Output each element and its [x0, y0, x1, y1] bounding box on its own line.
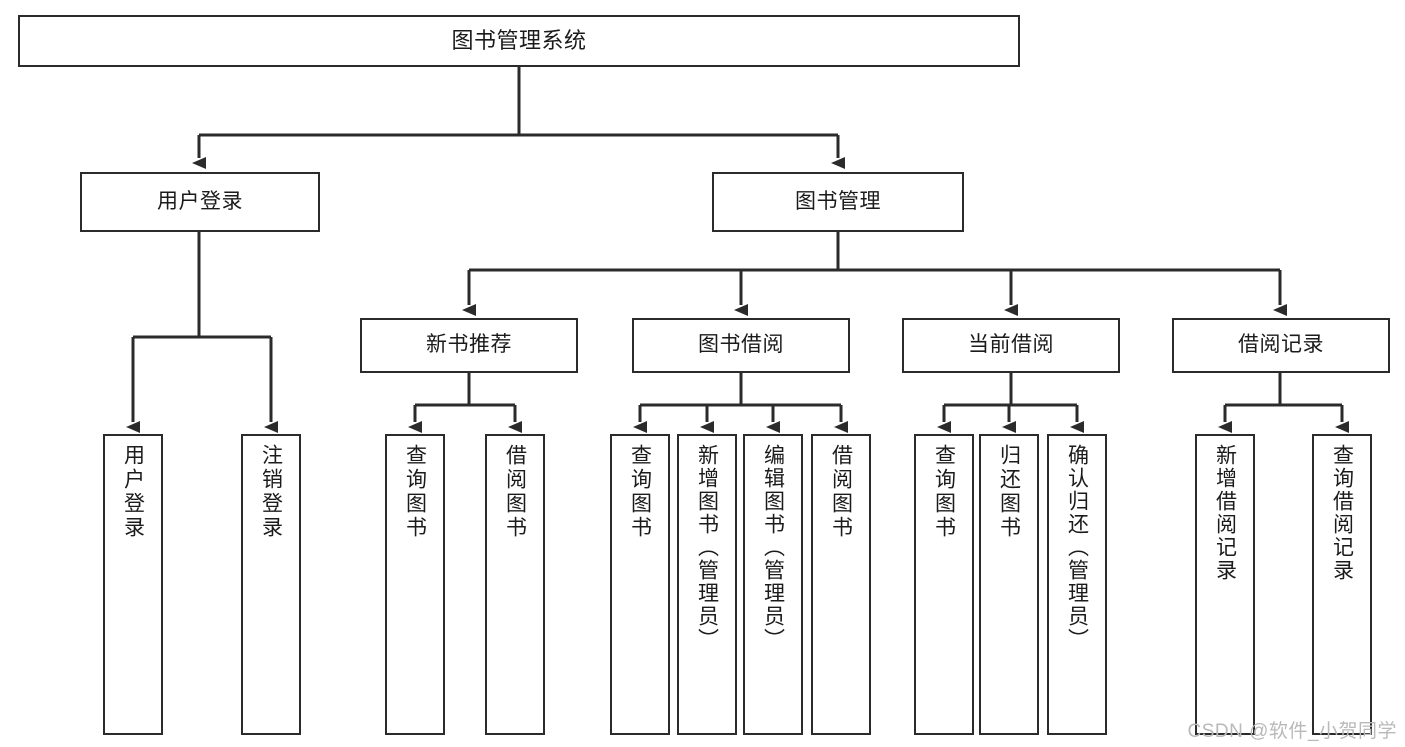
leaf-user-login-login[interactable]: 用户登录 — [103, 434, 163, 735]
node-label: 新增图书（管理员） — [695, 444, 719, 651]
node-current-borrow[interactable]: 当前借阅 — [902, 318, 1120, 373]
node-new-book-recommend[interactable]: 新书推荐 — [360, 318, 578, 373]
node-label: 图书管理系统 — [451, 28, 587, 54]
watermark-text: CSDN @软件_小贺同学 — [1187, 721, 1397, 742]
leaf-borrow-borrow-book[interactable]: 借阅图书 — [811, 434, 871, 735]
node-label: 图书借阅 — [698, 333, 784, 357]
node-label: 查询图书 — [932, 444, 956, 540]
node-label: 借阅图书 — [503, 444, 527, 540]
node-book-borrow[interactable]: 图书借阅 — [632, 318, 850, 373]
leaf-borrow-edit-book-admin[interactable]: 编辑图书（管理员） — [743, 434, 803, 735]
node-label: 当前借阅 — [968, 333, 1054, 357]
node-book-management[interactable]: 图书管理 — [712, 172, 964, 232]
leaf-current-confirm-return-admin[interactable]: 确认归还（管理员） — [1047, 434, 1107, 735]
node-label: 新增借阅记录 — [1213, 444, 1237, 582]
node-borrow-record[interactable]: 借阅记录 — [1172, 318, 1390, 373]
node-label: 编辑图书（管理员） — [761, 444, 785, 651]
leaf-recommend-borrow-book[interactable]: 借阅图书 — [485, 434, 545, 735]
node-label: 用户登录 — [157, 189, 243, 213]
node-user-login[interactable]: 用户登录 — [80, 172, 320, 232]
node-label: 查询借阅记录 — [1330, 444, 1354, 582]
leaf-record-add-record[interactable]: 新增借阅记录 — [1195, 434, 1255, 735]
node-label: 查询图书 — [628, 444, 652, 540]
leaf-borrow-query-book[interactable]: 查询图书 — [610, 434, 670, 735]
leaf-record-query-record[interactable]: 查询借阅记录 — [1312, 434, 1372, 735]
node-label: 借阅图书 — [829, 444, 853, 540]
node-label: 借阅记录 — [1238, 333, 1324, 357]
leaf-user-login-logout[interactable]: 注销登录 — [241, 434, 301, 735]
leaf-borrow-add-book-admin[interactable]: 新增图书（管理员） — [677, 434, 737, 735]
node-label: 注销登录 — [259, 444, 283, 540]
leaf-current-query-book[interactable]: 查询图书 — [914, 434, 974, 735]
node-label: 新书推荐 — [426, 333, 512, 357]
leaf-recommend-query-book[interactable]: 查询图书 — [385, 434, 445, 735]
node-label: 图书管理 — [795, 189, 881, 213]
node-label: 确认归还（管理员） — [1065, 444, 1089, 651]
node-label: 查询图书 — [403, 444, 427, 540]
node-label: 归还图书 — [997, 444, 1021, 540]
node-label: 用户登录 — [121, 444, 145, 540]
node-root-system[interactable]: 图书管理系统 — [18, 15, 1020, 67]
leaf-current-return-book[interactable]: 归还图书 — [979, 434, 1039, 735]
